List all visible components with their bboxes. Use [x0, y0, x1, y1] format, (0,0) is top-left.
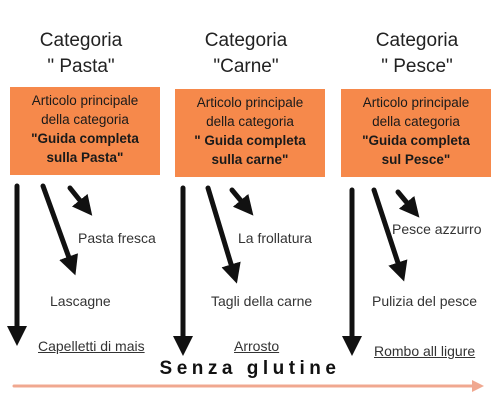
- sub-article-pesce-1: Pesce azzurro: [392, 221, 482, 237]
- sub-article-pesce-3-link[interactable]: Rombo all ligure: [374, 343, 476, 359]
- box-line2: della categoria: [206, 114, 294, 129]
- category-title-pasta: Categoria " Pasta": [6, 28, 156, 80]
- category-title-line1: Categoria: [375, 30, 459, 51]
- sub-article-pasta-1: Pasta fresca: [78, 230, 156, 246]
- box-line1: Articolo principale: [362, 95, 470, 110]
- arrow-pesce-mid: [371, 187, 408, 282]
- box-line3: " Guida completa: [194, 133, 306, 148]
- arrow-carne-mid: [205, 185, 241, 284]
- box-line4: sul Pesce": [381, 152, 451, 167]
- main-article-box-pesce: Articolo principale della categoria "Gui…: [341, 89, 491, 177]
- sub-article-pasta-2: Lascagne: [50, 293, 111, 309]
- arrow-pesce-short: [395, 189, 420, 218]
- box-line2: della categoria: [372, 114, 460, 129]
- box-line4: sulla Pasta": [46, 150, 124, 165]
- box-line3: "Guida completa: [31, 131, 139, 146]
- category-title-pesce: Categoria " Pesce": [342, 28, 492, 80]
- main-article-box-carne: Articolo principale della categoria " Gu…: [175, 89, 325, 177]
- footer-label: Senza glutine: [159, 358, 341, 379]
- arrow-carne-short: [229, 187, 254, 216]
- box-line1: Articolo principale: [196, 95, 304, 110]
- box-line4: sulla carne": [211, 152, 289, 167]
- category-title-line2: "Carne": [213, 56, 279, 77]
- sub-article-carne-3-link[interactable]: Arrosto: [234, 338, 280, 354]
- category-title-line1: Categoria: [204, 30, 288, 51]
- category-title-line2: " Pesce": [381, 56, 453, 77]
- category-title-carne: Categoria "Carne": [171, 28, 321, 80]
- sub-article-carne-2: Tagli della carne: [211, 293, 313, 309]
- box-line3: "Guida completa: [362, 133, 470, 148]
- main-article-box-pasta: Articolo principale della categoria "Gui…: [10, 87, 160, 175]
- box-line1: Articolo principale: [31, 93, 139, 108]
- arrow-pasta-short: [67, 185, 93, 216]
- sub-article-pasta-3-link[interactable]: Capelletti di mais: [38, 338, 145, 354]
- sub-article-pesce-2: Pulizia del pesce: [372, 293, 478, 309]
- sub-article-carne-1: La frollatura: [238, 230, 312, 246]
- category-title-line2: " Pasta": [47, 56, 115, 77]
- arrow-pasta-mid: [40, 183, 78, 276]
- box-line2: della categoria: [41, 112, 129, 127]
- category-title-line1: Categoria: [39, 30, 123, 51]
